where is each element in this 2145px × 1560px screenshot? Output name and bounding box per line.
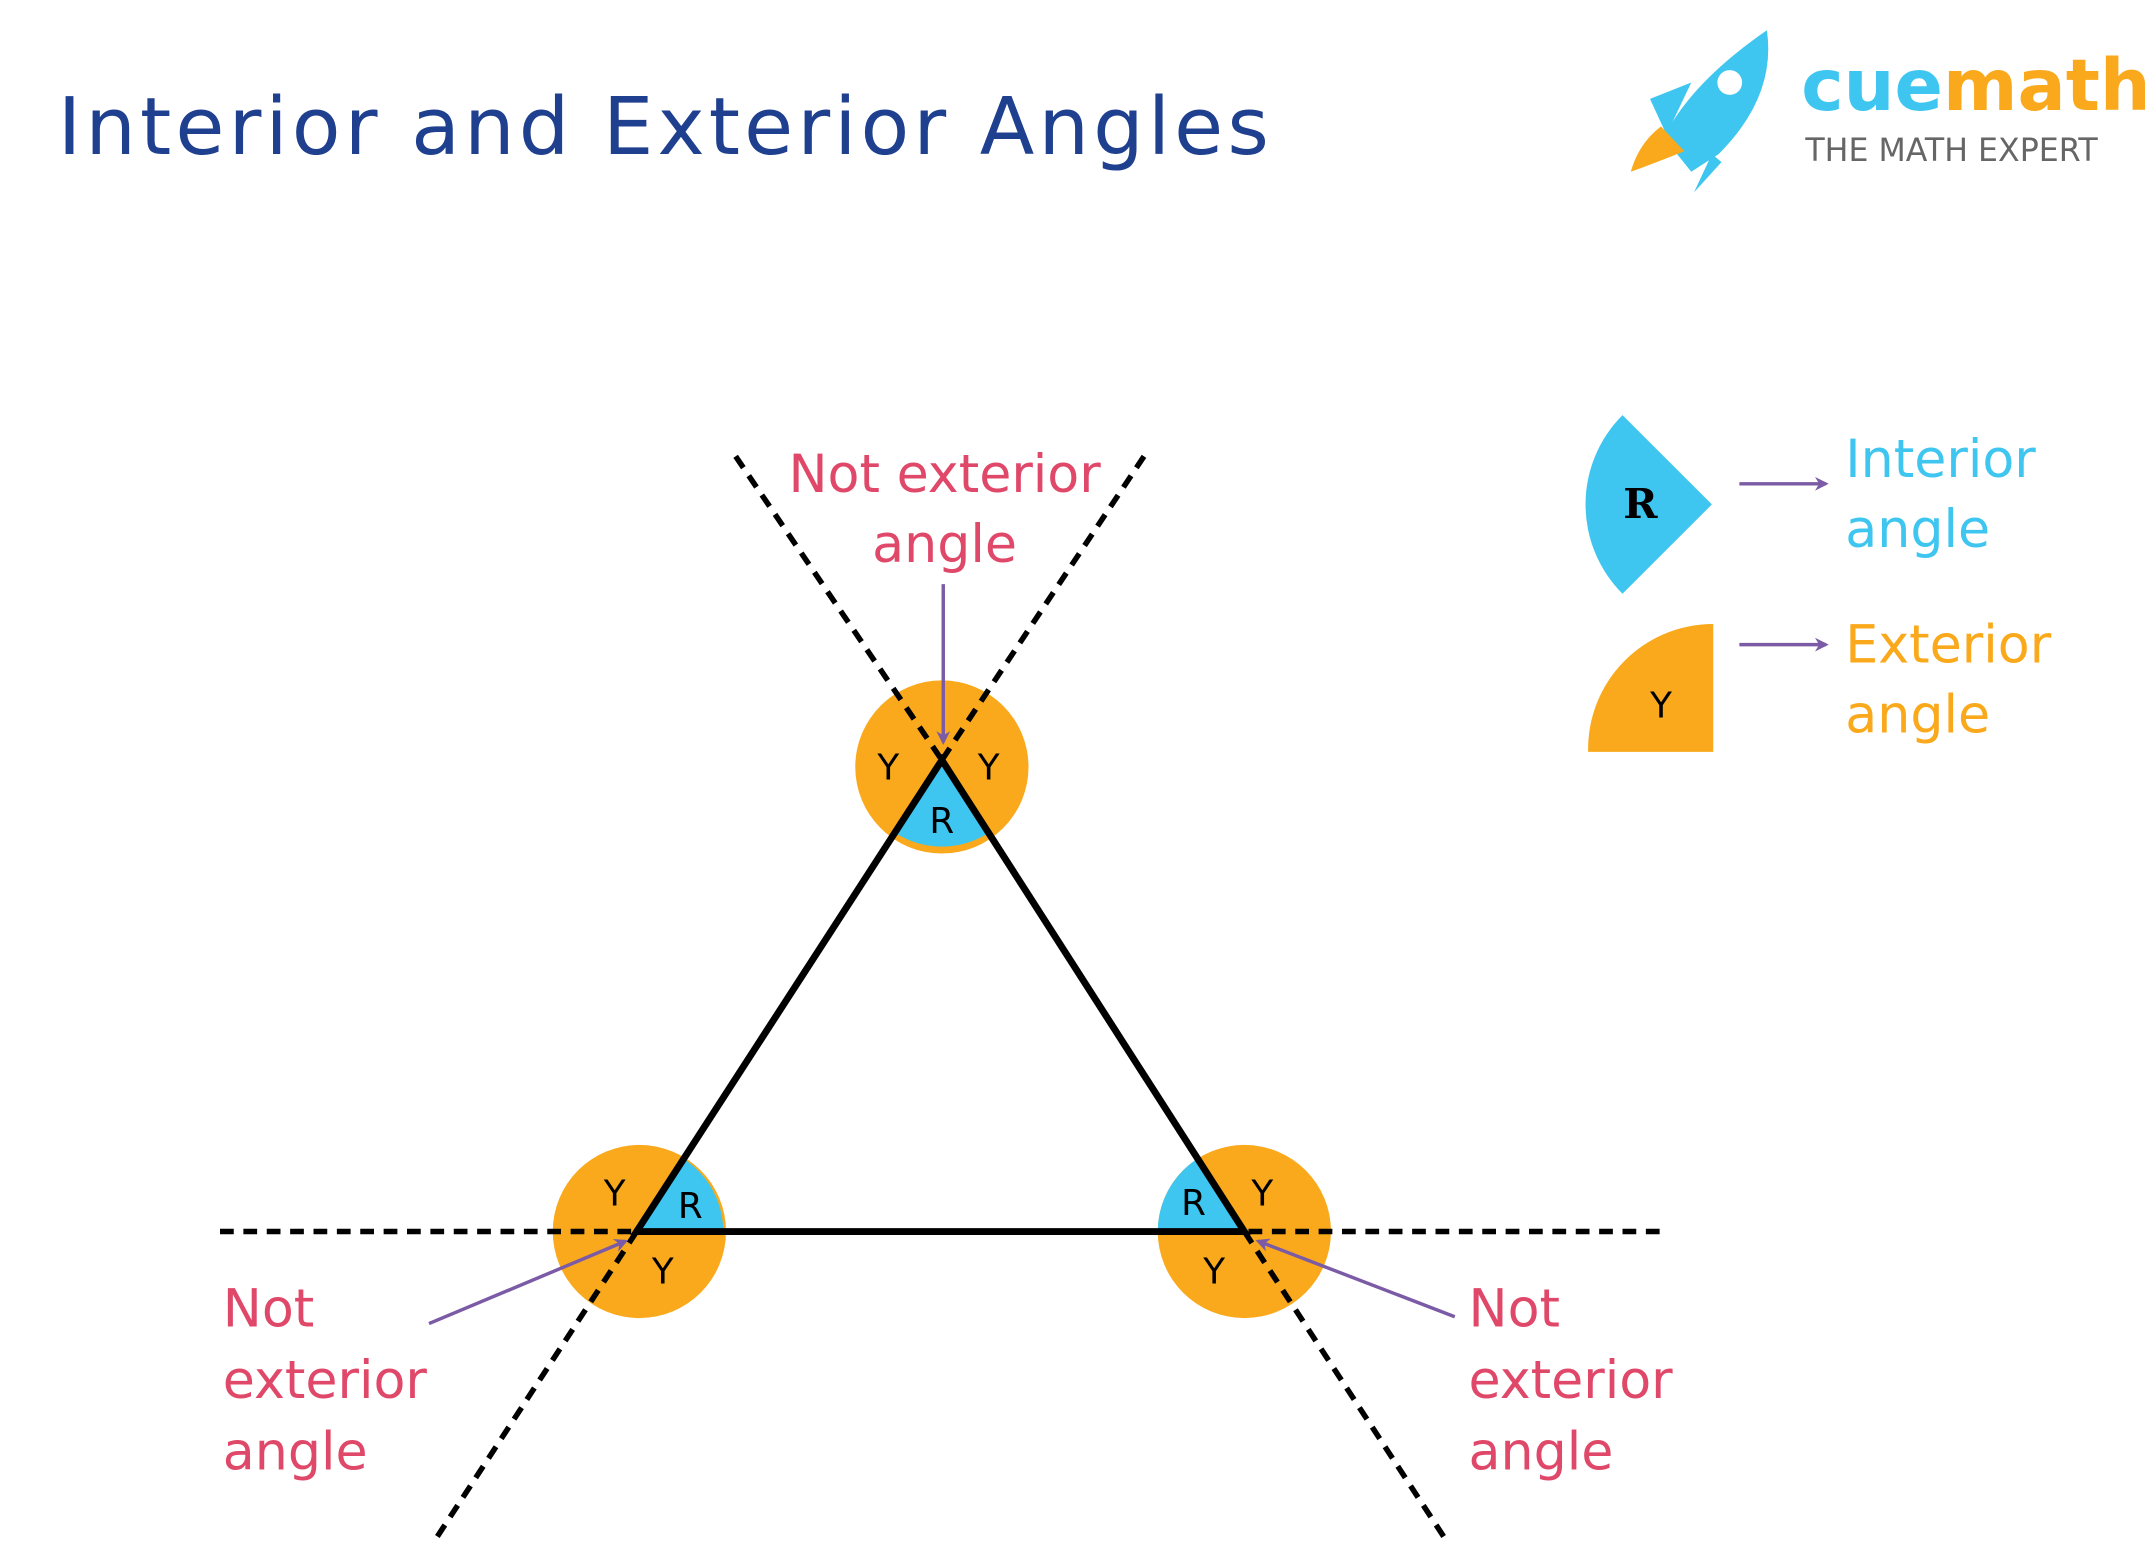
svg-text:cuemath: cuemath (1801, 44, 2145, 127)
br-exterior-label-lower: Y (1202, 1252, 1225, 1293)
svg-text:exterior: exterior (223, 1351, 428, 1411)
legend: R Interior angle Y Exterior angle (1585, 415, 2052, 752)
svg-text:angle: angle (223, 1422, 368, 1482)
left-note-arrow (428, 1239, 629, 1326)
svg-text:Not exterior: Not exterior (788, 445, 1101, 505)
right-note-arrow (1255, 1238, 1456, 1319)
top-note: Not exterior angle (788, 445, 1101, 575)
svg-text:Y: Y (1649, 685, 1672, 726)
svg-text:Exterior: Exterior (1845, 615, 2051, 675)
top-left-exterior-label: Y (876, 747, 899, 788)
bl-exterior-label-upper: Y (603, 1173, 626, 1214)
extension-line-top-right (939, 454, 1147, 762)
interior-angle-swatch (1585, 415, 1712, 594)
svg-text:Interior: Interior (1845, 430, 2036, 490)
right-note: Not exterior angle (1469, 1279, 1674, 1482)
interior-angle-sector (636, 1158, 724, 1232)
svg-text:angle: angle (872, 515, 1017, 575)
svg-text:Not: Not (1469, 1279, 1561, 1339)
svg-text:angle: angle (1845, 686, 1990, 746)
top-vertex-angles (855, 680, 1029, 854)
top-interior-label: R (929, 801, 954, 842)
bl-interior-label: R (678, 1186, 703, 1227)
triangle (630, 753, 1251, 1235)
top-right-exterior-label: Y (977, 747, 1000, 788)
svg-text:exterior: exterior (1469, 1351, 1674, 1411)
logo-text-cue: cue (1801, 44, 1943, 127)
page-title: Interior and Exterior Angles (58, 80, 1273, 173)
svg-text:angle: angle (1469, 1422, 1614, 1482)
bl-exterior-label-lower: Y (651, 1252, 674, 1293)
svg-text:R: R (1623, 479, 1658, 528)
logo-tagline: THE MATH EXPERT (1804, 133, 2098, 169)
legend-exterior: Y Exterior angle (1588, 615, 2052, 752)
left-note: Not exterior angle (223, 1279, 428, 1482)
interior-angle-sector (1157, 1158, 1245, 1232)
interior-angle-sector (895, 760, 989, 847)
exterior-angle-swatch (1588, 624, 1714, 752)
rocket-icon (1630, 30, 1769, 193)
svg-text:Not: Not (223, 1279, 315, 1339)
br-exterior-label-upper: Y (1250, 1173, 1273, 1214)
svg-text:angle: angle (1845, 500, 1990, 560)
legend-interior: R Interior angle (1585, 415, 2036, 594)
cuemath-logo: cuemath THE MATH EXPERT (1630, 30, 2145, 193)
extension-line-bottom-right (1242, 1230, 1447, 1539)
extension-line-top-left (733, 454, 945, 762)
logo-text-math: math (1943, 44, 2145, 127)
br-interior-label: R (1181, 1183, 1206, 1224)
